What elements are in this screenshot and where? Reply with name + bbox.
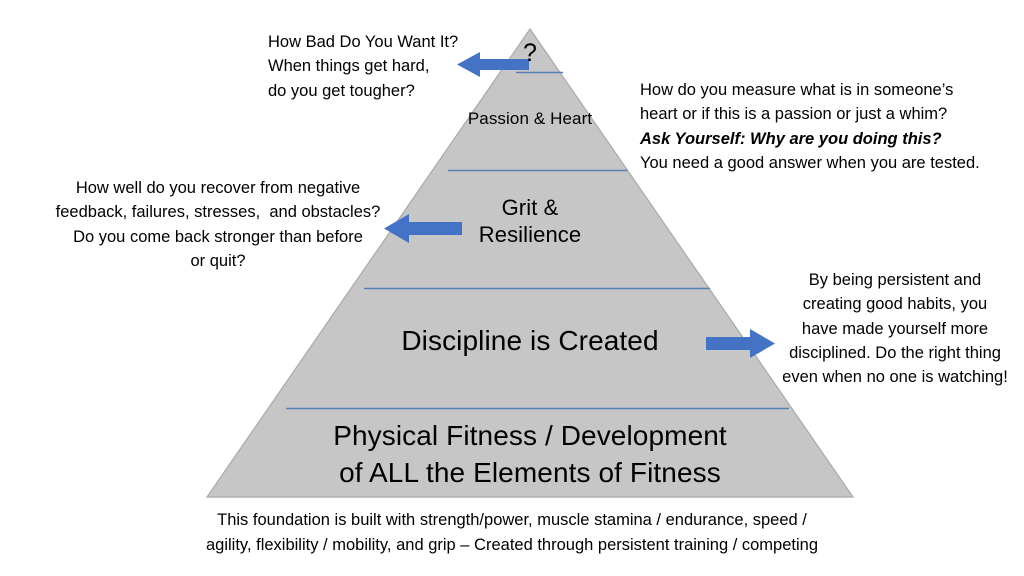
text-line: Ask Yourself: Why are you doing this? [640, 129, 942, 148]
text-line: Do you come back stronger than before [73, 227, 363, 246]
tier-label-apex: ? [522, 39, 537, 67]
text-line: heart or if this is a passion or just a … [640, 105, 948, 124]
callout-recover-from-negative-feedback: How well do you recover from negative fee… [48, 176, 388, 273]
text-line: creating good habits, you [802, 295, 988, 314]
text-line: do you get tougher? [268, 81, 415, 100]
callout-measure-passion: How do you measure what is in someone’s h… [640, 78, 1010, 175]
callout-persistence-builds-discipline: By being persistent and creating good hab… [776, 268, 1014, 389]
foundation-caption: This foundation is built with strength/p… [140, 508, 884, 558]
pyramid-body [205, 27, 855, 498]
text-line: feedback, failures, stresses, and obstac… [55, 203, 381, 222]
text-line: agility, flexibility / mobility, and gri… [205, 535, 819, 554]
text-line: How well do you recover from negative [75, 179, 361, 197]
arrow-to-apex-icon [457, 52, 529, 77]
text-line: disciplined. Do the right thing [789, 343, 1001, 362]
callout-how-bad-do-you-want-it: How Bad Do You Want It? When things get h… [268, 30, 498, 103]
text-line: When things get hard, [268, 57, 430, 76]
text-line: How Bad Do You Want It? [268, 33, 459, 51]
text-line: even when no one is watching! [782, 368, 1008, 386]
tier-label-discipline-is-created: Discipline is Created [401, 325, 659, 356]
text-line: or quit? [190, 251, 246, 270]
text-line: How do you measure what is in someone’s [640, 81, 954, 99]
text-line: This foundation is built with strength/p… [217, 511, 807, 529]
text-line: have made yourself more [801, 319, 989, 338]
tier-label-physical-fitness: Physical Fitness / Development of ALL th… [333, 420, 727, 488]
text-line: By being persistent and [808, 271, 982, 289]
tier-label-grit-and-resilience: Grit & Resilience [478, 195, 582, 247]
arrow-to-grit-icon [384, 214, 462, 243]
text-line: You need a good answer when you are test… [640, 153, 980, 172]
tier-label-passion-and-heart: Passion & Heart [467, 109, 593, 128]
arrow-from-discipline-icon [706, 329, 775, 358]
